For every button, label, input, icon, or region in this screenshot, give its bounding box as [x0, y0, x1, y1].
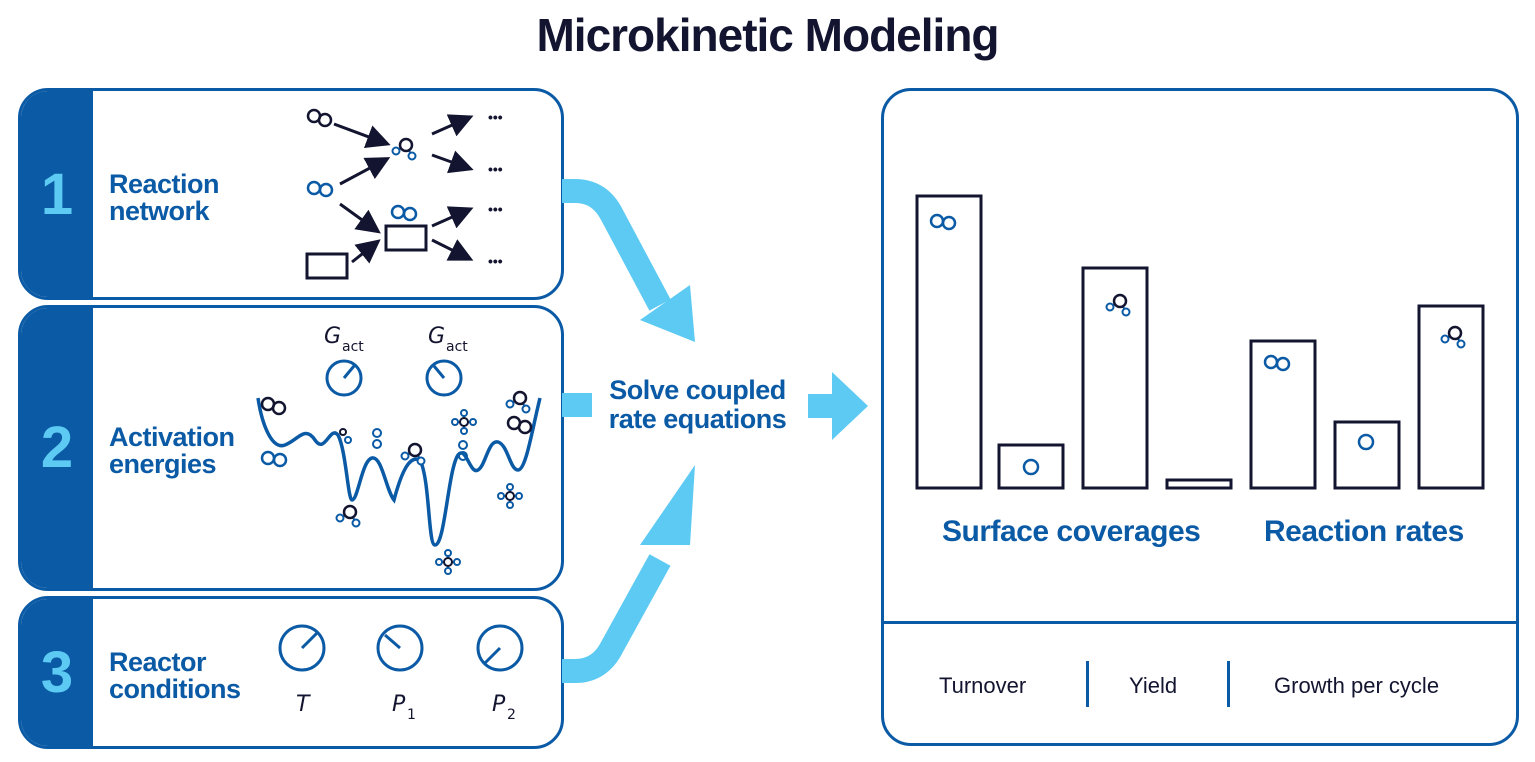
dial-symbol: G	[428, 324, 445, 349]
step-activation-energies-panel: 2 Activation energies	[18, 305, 564, 591]
metric-separator	[1227, 661, 1230, 707]
dial-subscript: act	[342, 339, 364, 355]
activation-dial: G act	[425, 324, 468, 397]
network-ellipsis: •••	[488, 161, 503, 177]
step-label: Reactor conditions	[109, 649, 241, 703]
energy-landscape	[256, 390, 542, 575]
network-ellipsis: •••	[488, 109, 503, 125]
solver-label: Solve coupled rate equations	[575, 376, 820, 434]
flow-arrow-from-network	[562, 179, 695, 342]
solver-line: rate equations	[608, 404, 787, 434]
knob-icon	[325, 359, 363, 397]
flow-arrow-from-reactor	[562, 465, 695, 683]
dial-subscript: 2	[507, 707, 516, 723]
dial-symbol: T	[296, 692, 311, 717]
coverage-bar	[915, 194, 983, 490]
diagram-title: Microkinetic Modeling	[536, 9, 999, 61]
step-number: 3	[40, 640, 74, 705]
dial-subscript: 1	[407, 707, 416, 723]
step-reactor-conditions-panel: 3 Reactor conditions	[18, 596, 564, 749]
step-label-line: Reactor	[109, 647, 207, 677]
step-label-line: energies	[109, 449, 217, 479]
step-number: 2	[40, 415, 74, 480]
surface-coverages-bars	[915, 194, 1233, 490]
metric-yield: Yield	[1129, 673, 1178, 698]
flow-arrow-from-activation	[562, 393, 592, 417]
rate-bar	[1333, 420, 1401, 490]
knob-icon	[278, 624, 326, 672]
reaction-rates-bars	[1249, 304, 1485, 490]
metric-growth-per-cycle: Growth per cycle	[1274, 673, 1440, 698]
solver-line: Solve coupled	[609, 375, 786, 405]
step-label: Activation energies	[109, 424, 235, 478]
metric-turnover: Turnover	[939, 673, 1027, 698]
knob-icon	[376, 624, 424, 672]
reactor-dial-pressure-2: P 2	[476, 624, 524, 723]
step-label-line: conditions	[109, 674, 241, 704]
step-number: 1	[40, 162, 74, 227]
dial-subscript: act	[446, 339, 468, 355]
coverage-bar	[1165, 478, 1233, 490]
rate-bar	[1249, 339, 1317, 490]
reactor-dial-pressure-1: P 1	[376, 624, 424, 723]
step-tab	[21, 91, 93, 297]
knob-icon	[425, 359, 463, 397]
step-label: Reaction network	[109, 169, 220, 226]
network-ellipsis: •••	[488, 253, 503, 269]
results-panel: Surface coverages Reaction rates Turnove…	[881, 88, 1519, 746]
surface-coverages-label: Surface coverages	[942, 515, 1201, 548]
dial-symbol: P	[392, 692, 406, 717]
metric-separator	[1086, 661, 1089, 707]
step-label-line: Reaction	[109, 169, 220, 199]
step-label-line: Activation	[109, 422, 235, 452]
activation-dial: G act	[324, 324, 364, 397]
dial-symbol: P	[492, 692, 506, 717]
coverage-bar	[997, 443, 1065, 490]
step-tab	[21, 599, 93, 746]
flow-arrow-to-results	[808, 372, 868, 440]
reaction-network-graphic: ••• ••• ••• •••	[305, 108, 503, 280]
reaction-rates-label: Reaction rates	[1264, 515, 1464, 548]
results-divider	[884, 621, 1516, 624]
step-tab	[21, 308, 93, 588]
step-label-line: network	[109, 196, 210, 226]
reactor-dial-temperature: T	[278, 624, 326, 717]
network-ellipsis: •••	[488, 201, 503, 217]
knob-icon	[476, 624, 524, 672]
dial-symbol: G	[324, 324, 341, 349]
